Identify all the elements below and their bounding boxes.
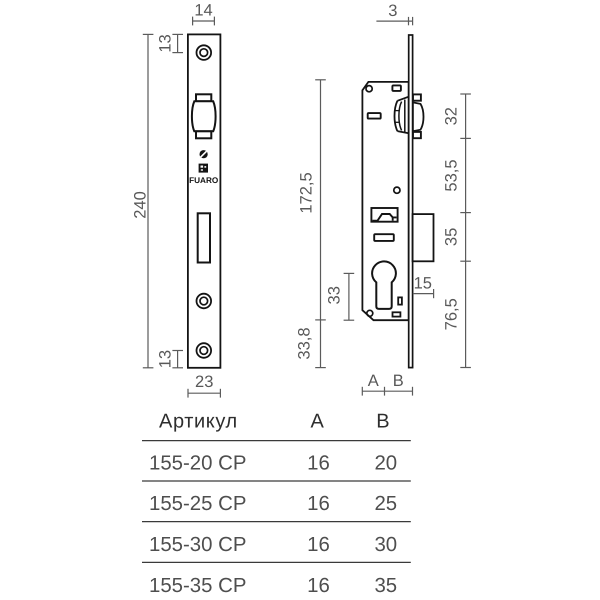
svg-text:33: 33 xyxy=(326,286,344,304)
svg-text:32: 32 xyxy=(443,107,461,125)
svg-text:35: 35 xyxy=(443,228,461,246)
svg-text:3: 3 xyxy=(388,2,397,20)
svg-text:15: 15 xyxy=(414,274,432,292)
svg-text:35: 35 xyxy=(374,575,397,597)
svg-text:16: 16 xyxy=(307,493,330,515)
svg-text:А: А xyxy=(311,410,325,432)
svg-text:16: 16 xyxy=(307,534,330,556)
svg-text:FUARO: FUARO xyxy=(189,176,219,185)
svg-text:76,5: 76,5 xyxy=(443,298,461,330)
svg-text:155-20 CP: 155-20 CP xyxy=(149,452,246,474)
svg-text:23: 23 xyxy=(195,373,213,391)
svg-text:155-35 CP: 155-35 CP xyxy=(149,575,246,597)
svg-text:B: B xyxy=(393,372,404,390)
svg-text:16: 16 xyxy=(307,575,330,597)
svg-text:240: 240 xyxy=(131,191,149,219)
svg-text:16: 16 xyxy=(307,452,330,474)
svg-text:20: 20 xyxy=(374,452,397,474)
svg-text:155-25 CP: 155-25 CP xyxy=(149,493,246,515)
svg-text:155-30 CP: 155-30 CP xyxy=(149,534,246,556)
svg-text:13: 13 xyxy=(156,34,174,52)
svg-text:172,5: 172,5 xyxy=(298,172,316,213)
svg-text:A: A xyxy=(368,372,379,390)
svg-text:Артикул: Артикул xyxy=(159,410,238,432)
svg-text:В: В xyxy=(376,410,390,432)
svg-text:14: 14 xyxy=(194,2,212,20)
svg-text:30: 30 xyxy=(374,534,397,556)
svg-text:33,8: 33,8 xyxy=(296,327,314,359)
svg-text:25: 25 xyxy=(374,493,397,515)
svg-text:53,5: 53,5 xyxy=(443,159,461,191)
svg-text:13: 13 xyxy=(156,350,174,368)
